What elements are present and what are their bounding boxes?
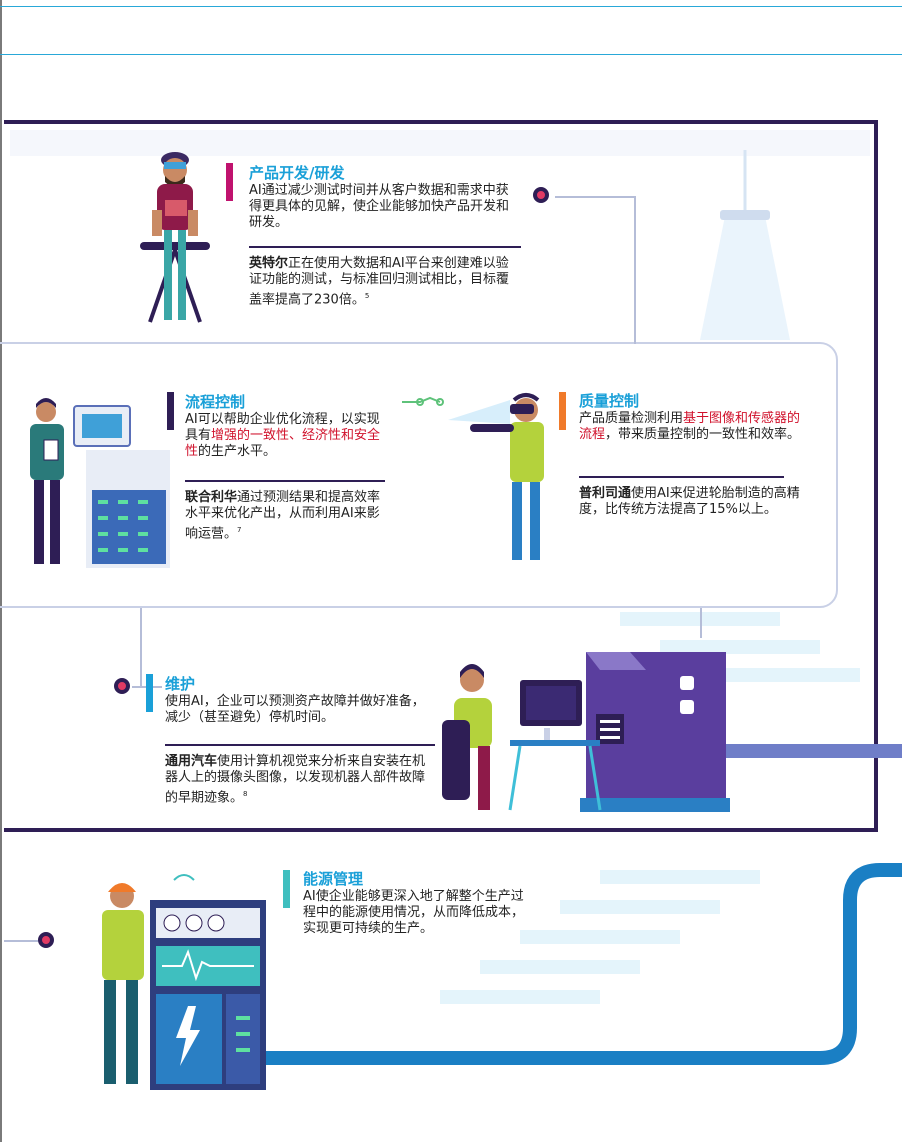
page-left-border bbox=[0, 0, 2, 1142]
connector-line bbox=[140, 608, 142, 688]
stair-decoration bbox=[480, 960, 640, 974]
ceiling-lamp-icon bbox=[700, 150, 790, 340]
quality-control-title: 质量控制 bbox=[579, 392, 640, 410]
maintenance-section: 维护 使用AI，企业可以预测资产故障并做好准备，减少（甚至避免）停机时间。 bbox=[165, 675, 430, 726]
maintenance-title: 维护 bbox=[165, 675, 196, 693]
product-development-case: 英特尔正在使用大数据和AI平台来创建难以验证功能的测试，与标准回归测试相比，目标… bbox=[249, 256, 511, 308]
connector-line bbox=[634, 196, 636, 344]
product-development-title: 产品开发/研发 bbox=[249, 164, 345, 182]
section-accent-bar bbox=[559, 392, 566, 430]
process-control-section: 流程控制 AI可以帮助企业优化流程，以实现具有增强的一致性、经济性和安全性的生产… bbox=[185, 393, 385, 460]
footnote-ref: 8 bbox=[243, 790, 248, 798]
middle-panel bbox=[0, 342, 838, 608]
description-text: ，带来质量控制的一致性和效率。 bbox=[605, 427, 801, 442]
section-accent-bar bbox=[146, 674, 153, 712]
worker-at-control-panel-icon bbox=[102, 874, 266, 1090]
connector-line bbox=[555, 196, 635, 198]
description-text: AI可以帮助企业优化流程，以实现具有 bbox=[185, 412, 380, 443]
product-development-section: 产品开发/研发 AI通过减少测试时间并从客户数据和需求中获得更具体的见解，使企业… bbox=[249, 164, 511, 231]
section-separator bbox=[249, 246, 521, 248]
quality-control-section: 质量控制 产品质量检测利用基于图像和传感器的流程，带来质量控制的一致性和效率。 bbox=[579, 392, 804, 443]
product-development-description: AI通过减少测试时间并从客户数据和需求中获得更具体的见解，使企业能够加快产品开发… bbox=[249, 183, 510, 230]
stair-decoration bbox=[440, 990, 600, 1004]
section-separator bbox=[579, 476, 784, 478]
truss-decoration bbox=[10, 130, 870, 156]
stair-decoration bbox=[560, 900, 720, 914]
case-company-name: 英特尔 bbox=[249, 256, 289, 271]
pipe-decoration bbox=[260, 863, 902, 1065]
maintenance-case: 通用汽车使用计算机视觉来分析来自安装在机器人上的摄像头图像，以发现机器人部件故障… bbox=[165, 754, 433, 806]
stair-decoration bbox=[700, 668, 860, 682]
process-control-title: 流程控制 bbox=[185, 393, 246, 411]
case-description: 使用计算机视觉来分析来自安装在机器人上的摄像头图像，以发现机器人部件故障的早期迹… bbox=[165, 754, 426, 806]
section-separator bbox=[185, 480, 385, 482]
stair-decoration bbox=[660, 640, 820, 654]
description-text: 产品质量检测利用 bbox=[579, 411, 684, 426]
case-company-name: 通用汽车 bbox=[165, 754, 218, 769]
header-rule-bottom bbox=[0, 54, 902, 55]
section-accent-bar bbox=[167, 392, 174, 430]
process-control-case: 联合利华通过预测结果和提高效率水平来优化产出，从而利用AI来影响运营。7 bbox=[185, 490, 385, 542]
case-description: 使用AI来促进轮胎制造的高精度，比传统方法提高了15%以上。 bbox=[579, 486, 800, 517]
technician-at-computer-icon bbox=[442, 652, 730, 812]
section-accent-bar bbox=[226, 163, 233, 201]
energy-management-section: 能源管理 AI使企业能够更深入地了解整个生产过程中的能源使用情况，从而降低成本，… bbox=[303, 870, 525, 937]
case-description: 通过预测结果和提高效率水平来优化产出，从而利用AI来影响运营。 bbox=[185, 490, 381, 542]
connector-line bbox=[700, 608, 702, 638]
operator-with-tablet-icon bbox=[30, 398, 170, 568]
header-rule-top bbox=[0, 6, 902, 7]
maintenance-description: 使用AI，企业可以预测资产故障并做好准备，减少（甚至避免）停机时间。 bbox=[165, 694, 425, 725]
quality-control-case: 普利司通使用AI来促进轮胎制造的高精度，比传统方法提高了15%以上。 bbox=[579, 486, 804, 518]
case-company-name: 联合利华 bbox=[185, 490, 238, 505]
timeline-dot bbox=[38, 932, 54, 948]
energy-management-title: 能源管理 bbox=[303, 870, 364, 888]
case-company-name: 普利司通 bbox=[579, 486, 632, 501]
section-accent-bar bbox=[283, 870, 290, 908]
stair-decoration bbox=[600, 870, 760, 884]
energy-management-description: AI使企业能够更深入地了解整个生产过程中的能源使用情况，从而降低成本，实现更可持… bbox=[303, 889, 525, 936]
section-separator bbox=[165, 744, 435, 746]
engineer-at-workstation-icon bbox=[140, 152, 210, 323]
highlighted-text: 基于图像和传感器的流程 bbox=[579, 411, 801, 442]
vr-inspector-icon bbox=[402, 393, 544, 560]
description-text: 的生产水平。 bbox=[198, 444, 277, 459]
timeline-dot bbox=[114, 678, 130, 694]
quality-control-description: 产品质量检测利用基于图像和传感器的流程，带来质量控制的一致性和效率。 bbox=[579, 411, 804, 443]
highlighted-text: 增强的一致性、经济性和安全性 bbox=[185, 428, 381, 459]
footnote-ref: 5 bbox=[364, 292, 370, 300]
stair-decoration bbox=[520, 930, 680, 944]
case-description: 正在使用大数据和AI平台来创建难以验证功能的测试，与标准回归测试相比，目标覆盖率… bbox=[249, 256, 510, 308]
connector-line bbox=[4, 940, 38, 942]
timeline-dot bbox=[533, 187, 549, 203]
footnote-ref: 7 bbox=[237, 526, 242, 534]
process-control-description: AI可以帮助企业优化流程，以实现具有增强的一致性、经济性和安全性的生产水平。 bbox=[185, 412, 385, 460]
